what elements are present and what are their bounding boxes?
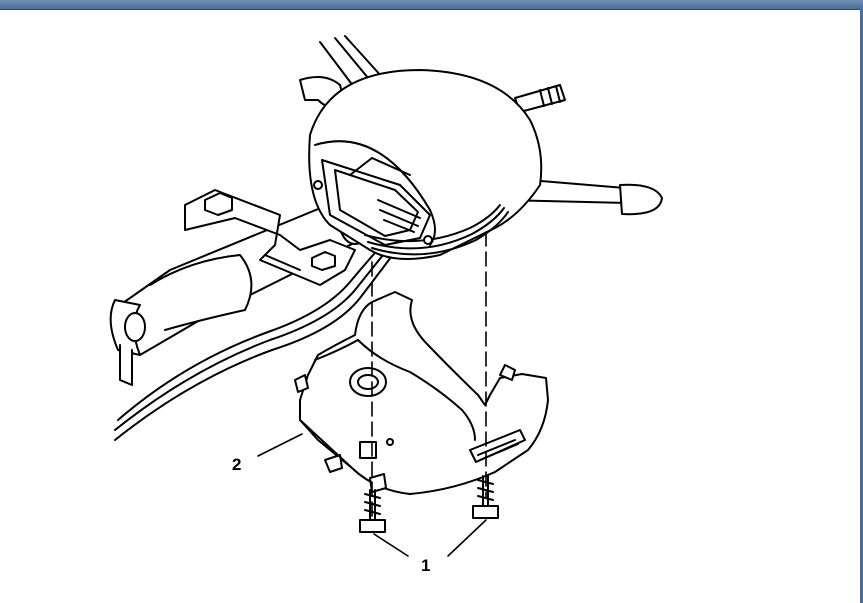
screw-left	[359, 489, 386, 533]
mounting-bracket	[184, 189, 356, 286]
upper-shroud	[299, 69, 543, 260]
wiring-harness	[114, 235, 401, 441]
leader-lines	[257, 433, 487, 557]
steering-shaft-end	[514, 84, 566, 113]
callout-lower-shroud: 2	[232, 455, 242, 474]
screw-right	[472, 475, 499, 519]
steering-column-tube	[109, 195, 372, 386]
window-right-border	[860, 9, 863, 603]
alignment-dashed-lines	[371, 231, 487, 519]
callout-screws: 1	[421, 556, 431, 575]
window-top-bar	[0, 0, 863, 10]
